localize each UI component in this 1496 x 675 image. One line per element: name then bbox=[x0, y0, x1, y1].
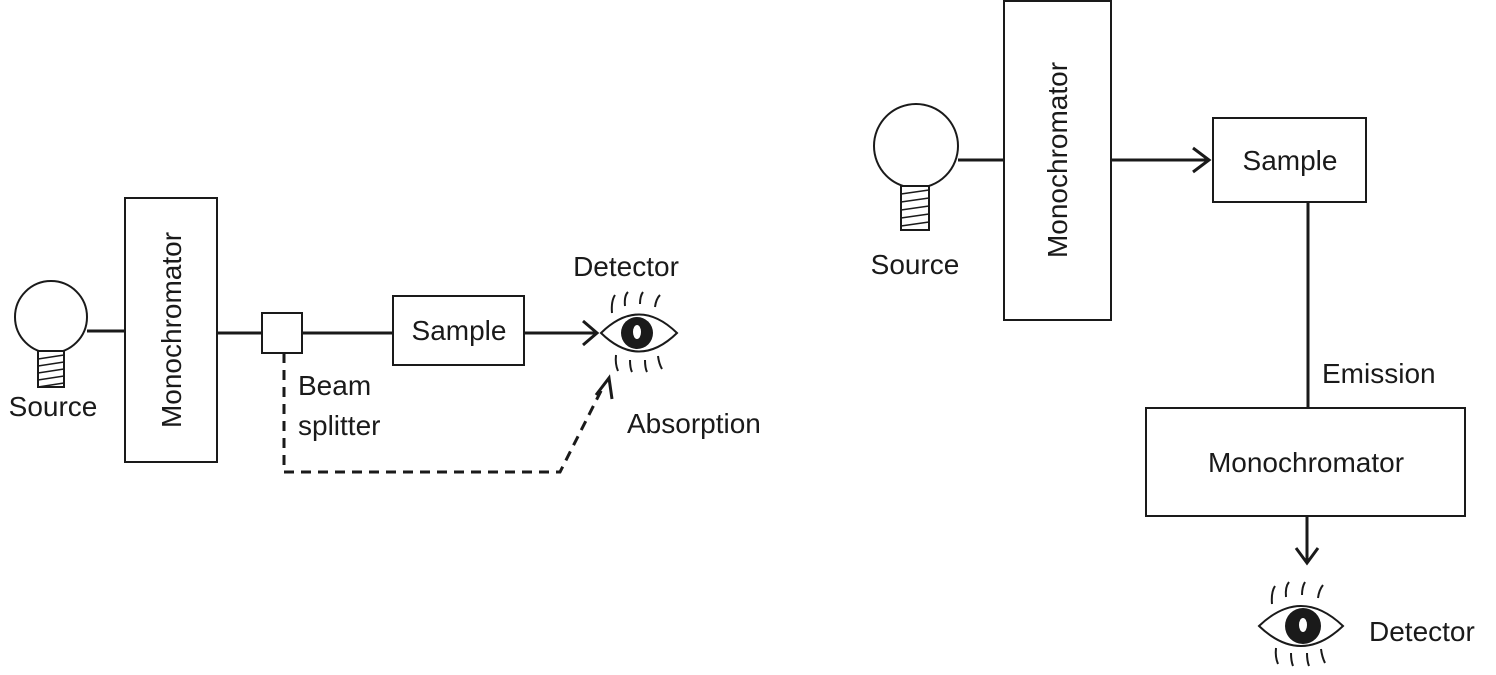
arrowhead-icon bbox=[1294, 547, 1320, 566]
arrowhead-icon bbox=[582, 319, 600, 347]
source-bulb-icon bbox=[873, 103, 959, 231]
monochromator-box bbox=[1003, 0, 1112, 321]
absorption-setup: Source Monochromator Beam splitter Sampl… bbox=[9, 197, 761, 474]
monochromator-2-label: Monochromator bbox=[1208, 447, 1404, 478]
sample-box bbox=[1212, 117, 1367, 203]
detector-eye-icon bbox=[599, 291, 679, 373]
beam-splitter-label-line2: splitter bbox=[298, 410, 380, 441]
emission-setup: Source Monochromator Sample Emission Mon… bbox=[871, 0, 1475, 667]
arrowhead-icon bbox=[1192, 146, 1212, 174]
detector-label: Detector bbox=[1369, 616, 1475, 647]
beam-splitter-label-line1: Beam bbox=[298, 370, 371, 401]
beam-splitter-box bbox=[261, 312, 303, 354]
reference-beam-dashed bbox=[282, 353, 605, 474]
monochromator-2-box bbox=[1145, 407, 1466, 517]
monochromator-label: Monochromator bbox=[156, 232, 187, 428]
source-label: Source bbox=[871, 249, 960, 280]
monochromator-label: Monochromator bbox=[1042, 62, 1073, 258]
sample-label: Sample bbox=[412, 315, 507, 346]
detector-eye-icon bbox=[1257, 581, 1345, 667]
dashed-arrowhead-icon bbox=[594, 374, 614, 400]
source-bulb-icon bbox=[14, 280, 88, 388]
source-label: Source bbox=[9, 391, 98, 422]
sample-label: Sample bbox=[1243, 145, 1338, 176]
absorption-label: Absorption bbox=[627, 408, 761, 439]
monochromator-box bbox=[124, 197, 218, 463]
sample-box bbox=[392, 295, 525, 366]
emission-label: Emission bbox=[1322, 358, 1436, 389]
detector-label: Detector bbox=[573, 251, 679, 282]
